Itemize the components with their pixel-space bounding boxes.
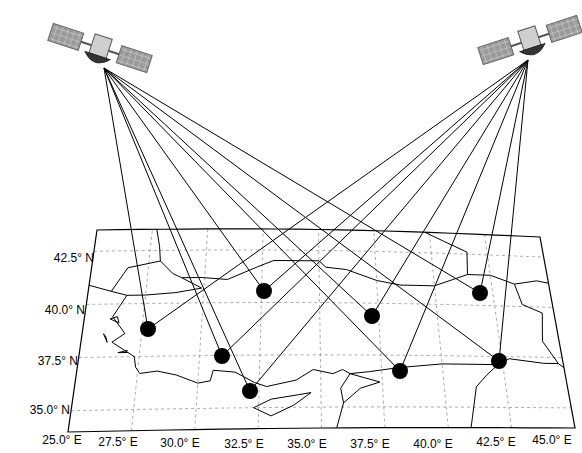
meridian — [374, 231, 385, 428]
parallel — [86, 302, 553, 307]
meridian — [258, 229, 263, 429]
signal-line — [104, 68, 264, 291]
satellite-icon — [477, 13, 582, 71]
axis-tick-label: 45.0° E — [532, 433, 572, 447]
signal-line — [104, 68, 400, 371]
signal-lines — [104, 60, 528, 391]
station-dot — [140, 321, 156, 337]
coastline — [89, 229, 564, 428]
axis-tick-label: 35.0° N — [30, 403, 70, 417]
station-dot — [364, 308, 380, 324]
axis-tick-label: 32.5° E — [224, 437, 264, 451]
coast-line — [350, 275, 558, 374]
parallel — [94, 250, 544, 257]
coast-line — [160, 232, 467, 286]
axis-tick-label: 42.5° N — [54, 251, 94, 265]
coast-line — [254, 393, 311, 416]
station-dot — [214, 348, 230, 364]
axis-tick-label: 25.0° E — [42, 433, 82, 447]
coast-line — [110, 317, 119, 323]
signal-line — [222, 60, 528, 356]
axis-tick-label: 37.5° E — [350, 437, 390, 451]
axis-tick-label: 42.5° E — [476, 435, 516, 449]
coast-line — [118, 350, 128, 352]
station-dot — [242, 383, 258, 399]
meridian — [195, 229, 208, 430]
stations — [140, 283, 507, 399]
coast-line — [471, 365, 498, 428]
meridian — [485, 235, 512, 428]
coast-line — [344, 374, 380, 403]
station-dot — [491, 353, 507, 369]
signal-line — [250, 60, 528, 391]
signal-line — [104, 68, 250, 391]
signal-line — [372, 60, 528, 316]
signal-line — [104, 68, 148, 329]
signal-line — [104, 68, 480, 293]
station-dot — [256, 283, 272, 299]
signal-line — [264, 60, 528, 291]
parallel — [79, 355, 562, 358]
signal-line — [499, 60, 528, 361]
meridian — [319, 230, 322, 429]
signal-line — [104, 68, 372, 316]
parallel — [71, 407, 571, 411]
graticule — [71, 229, 571, 431]
axis-tick-label: 30.0° E — [160, 436, 200, 450]
coast-line — [103, 334, 107, 342]
axis-tick-label: 27.5° E — [98, 435, 138, 449]
coast-line — [127, 278, 202, 296]
signal-line — [148, 60, 528, 329]
signal-line — [480, 60, 528, 293]
coast-line — [111, 229, 160, 291]
axis-tick-label: 35.0° E — [287, 437, 327, 451]
coast-line — [89, 285, 350, 428]
coast-line — [514, 281, 548, 284]
satellite-icon — [46, 21, 153, 79]
station-dot — [472, 285, 488, 301]
axis-tick-label: 40.0° E — [413, 437, 453, 451]
axis-tick-label: 40.0° N — [45, 303, 85, 317]
station-dot — [392, 363, 408, 379]
signal-line — [400, 60, 528, 371]
axis-tick-label: 37.5° N — [38, 354, 78, 368]
signal-line — [104, 68, 499, 361]
